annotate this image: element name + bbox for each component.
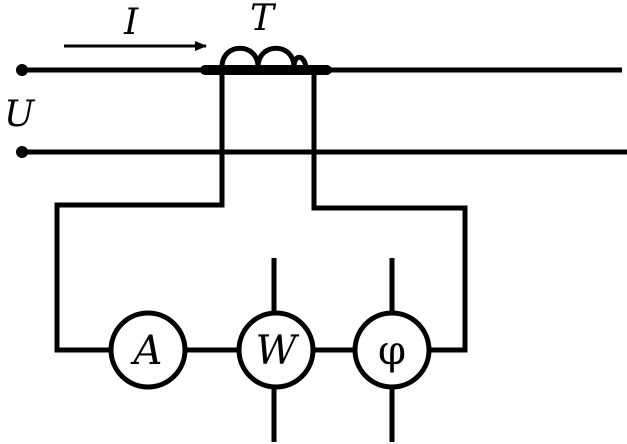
- wattmeter-circle: [236, 310, 316, 390]
- ammeter-symbol: A: [130, 328, 163, 374]
- voltage-label: U: [4, 94, 36, 135]
- terminal-dot-top: [16, 64, 28, 76]
- wattmeter: W: [236, 310, 316, 390]
- ammeter: A: [108, 310, 188, 390]
- wattmeter-symbol: W: [255, 328, 299, 374]
- phase-meter: φ: [352, 310, 432, 390]
- transformer-primary-bar: [200, 65, 332, 75]
- transformer-label: T: [250, 0, 277, 39]
- phase-meter-symbol: φ: [378, 328, 406, 374]
- secondary-wire-left: [54, 72, 225, 353]
- ammeter-circle: [108, 310, 188, 390]
- phase-meter-circle: [352, 310, 432, 390]
- terminal-dot-bottom: [16, 146, 28, 158]
- secondary-wire-right: [311, 72, 468, 353]
- transformer-coil: [219, 45, 309, 70]
- current-label: I: [123, 2, 139, 43]
